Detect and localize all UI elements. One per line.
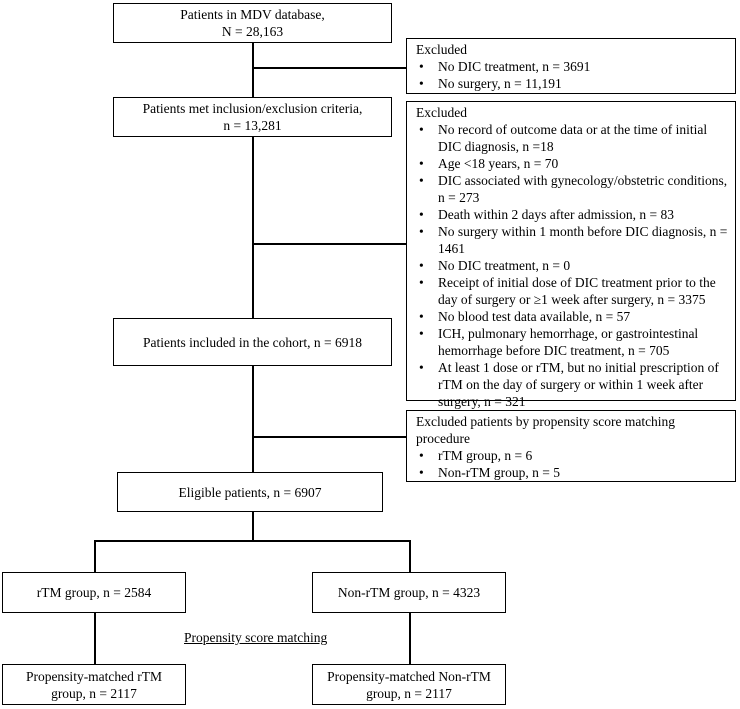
connector bbox=[252, 511, 254, 540]
excluded-list: No DIC treatment, n = 3691 No surgery, n… bbox=[416, 58, 729, 92]
excluded-item: No DIC treatment, n = 0 bbox=[416, 257, 729, 274]
excluded-title: Excluded bbox=[416, 42, 467, 57]
mdv-database-box: Patients in MDV database, N = 28,163 bbox=[113, 3, 392, 43]
criteria-box: Patients met inclusion/exclusion criteri… bbox=[113, 97, 392, 137]
box-line: Patients met inclusion/exclusion criteri… bbox=[142, 101, 363, 116]
excluded-item: At least 1 dose or rTM, but no initial p… bbox=[416, 359, 729, 410]
excluded-item: DIC associated with gynecology/obstetric… bbox=[416, 172, 729, 206]
excluded-box-3: Excluded patients by propensity score ma… bbox=[406, 410, 736, 482]
box-line: Non-rTM group, n = 4323 bbox=[337, 585, 481, 600]
excluded-item: No surgery, n = 11,191 bbox=[416, 75, 729, 92]
box-line: N = 28,163 bbox=[221, 24, 284, 39]
rtm-group-box: rTM group, n = 2584 bbox=[2, 572, 186, 613]
excluded-item: No record of outcome data or at the time… bbox=[416, 121, 729, 155]
box-line: Patients in MDV database, bbox=[180, 7, 325, 22]
eligible-box: Eligible patients, n = 6907 bbox=[117, 472, 383, 512]
excluded-item: Receipt of initial dose of DIC treatment… bbox=[416, 274, 729, 308]
connector bbox=[252, 42, 254, 97]
excluded-item: No blood test data available, n = 57 bbox=[416, 308, 729, 325]
box-line: rTM group, n = 2584 bbox=[36, 585, 152, 600]
excluded-item: Death within 2 days after admission, n =… bbox=[416, 206, 729, 223]
excluded-item: Age <18 years, n = 70 bbox=[416, 155, 729, 172]
matched-non-rtm-box: Propensity-matched Non-rTM group, n = 21… bbox=[312, 664, 506, 705]
excluded-item: rTM group, n = 6 bbox=[416, 447, 729, 464]
excluded-item: No surgery within 1 month before DIC dia… bbox=[416, 223, 729, 257]
matching-label: Propensity score matching bbox=[184, 630, 328, 645]
connector bbox=[409, 540, 411, 572]
excluded-title: Excluded bbox=[416, 105, 467, 120]
box-line: group, n = 2117 bbox=[51, 685, 137, 701]
connector bbox=[252, 67, 406, 69]
excluded-item: No DIC treatment, n = 3691 bbox=[416, 58, 729, 75]
connector bbox=[252, 365, 254, 472]
connector bbox=[252, 436, 406, 438]
box-line: Propensity-matched rTM bbox=[25, 668, 163, 684]
matched-rtm-box: Propensity-matched rTM group, n = 2117 bbox=[2, 664, 186, 705]
box-line: Patients included in the cohort, n = 691… bbox=[142, 334, 363, 350]
connector bbox=[94, 540, 96, 572]
connector bbox=[252, 243, 406, 245]
non-rtm-group-box: Non-rTM group, n = 4323 bbox=[312, 572, 506, 613]
excluded-title: Excluded patients by propensity score ma… bbox=[416, 414, 676, 446]
connector bbox=[252, 137, 254, 318]
box-line: n = 13,281 bbox=[223, 118, 282, 133]
cohort-box: Patients included in the cohort, n = 691… bbox=[113, 318, 392, 366]
connector bbox=[94, 612, 96, 664]
box-line: group, n = 2117 bbox=[366, 685, 452, 701]
excluded-item: ICH, pulmonary hemorrhage, or gastrointe… bbox=[416, 325, 729, 359]
connector bbox=[94, 540, 410, 542]
excluded-item: Non-rTM group, n = 5 bbox=[416, 464, 729, 481]
excluded-box-2: Excluded No record of outcome data or at… bbox=[406, 101, 736, 409]
box-line: Eligible patients, n = 6907 bbox=[178, 484, 322, 500]
box-line: Propensity-matched Non-rTM bbox=[327, 668, 491, 684]
excluded-list: No record of outcome data or at the time… bbox=[416, 121, 729, 410]
excluded-list: rTM group, n = 6 Non-rTM group, n = 5 bbox=[416, 447, 729, 481]
excluded-box-1: Excluded No DIC treatment, n = 3691 No s… bbox=[406, 38, 736, 94]
connector bbox=[409, 612, 411, 664]
